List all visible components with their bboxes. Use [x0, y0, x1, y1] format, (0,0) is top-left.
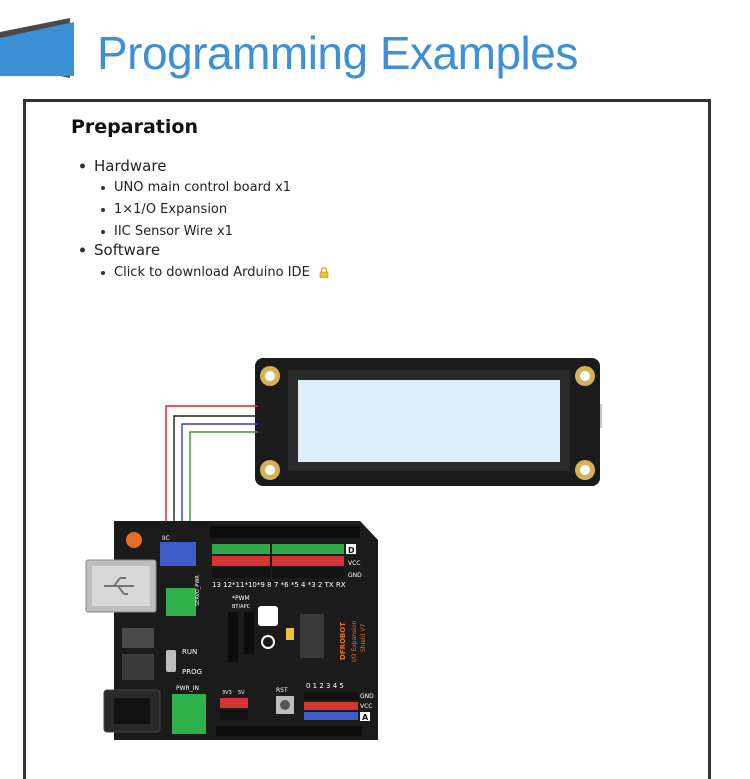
pin-row-green-left: [212, 544, 270, 554]
mode-switch: [166, 650, 176, 672]
pin-row-red-left: [212, 556, 270, 566]
pin-row-black-bottom: [220, 710, 248, 720]
list-item: 1×1/O Expansion: [101, 202, 228, 217]
bt-apc-label: BT/APC: [232, 604, 251, 610]
spi-header: [228, 612, 238, 662]
section-title-preparation: Preparation: [71, 116, 198, 138]
pwr-in-label: PWR_IN: [176, 685, 199, 692]
pin-row-black-left: [212, 568, 270, 578]
shield-name-label: I/O Expansion: [351, 620, 358, 662]
brand-label: DFROBOT: [339, 622, 347, 660]
led-yellow: [286, 628, 294, 640]
rst-button-cap: [280, 700, 290, 710]
d-tag: D: [348, 546, 355, 555]
mounting-hole-icon: [575, 366, 595, 386]
bullet-icon: [101, 185, 105, 190]
digital-pins-label: 13 12*11*10*9 8: [212, 581, 272, 589]
analog-pins-label: 0 1 2 3 4 5: [306, 682, 344, 690]
pin-row-red-right: [272, 556, 344, 566]
io-expansion-board: IIC D VCC GND 13 12*11*10*9 8 7 *6 *5 4 …: [85, 521, 378, 740]
chip: [300, 614, 324, 658]
dfrobot-logo-icon: [258, 606, 278, 626]
mounting-hole-icon: [575, 460, 595, 480]
vcc-bottom-label: VCC: [360, 703, 372, 710]
analog-row-black: [304, 692, 358, 700]
gnd-bottom-label: GND: [360, 693, 374, 700]
download-arduino-ide-link[interactable]: Click to download Arduino IDE: [101, 265, 329, 280]
pin-header-bottom: [216, 726, 362, 736]
mounting-hole-icon: [260, 366, 280, 386]
wire-green: [189, 431, 258, 540]
page-header: Programming Examples: [0, 0, 750, 96]
a-tag: A: [362, 713, 369, 722]
rst-label: RST: [276, 687, 288, 694]
wire-blue: [181, 423, 258, 540]
v5-label: 5V: [238, 690, 245, 696]
d-tag-box: [346, 544, 356, 554]
analog-row-blue: [304, 712, 358, 720]
power-jack-opening: [114, 698, 150, 724]
mounting-hole-icon: [260, 460, 280, 480]
pwm-label: *PWM: [232, 595, 250, 602]
v33-label: 3V3: [222, 690, 232, 696]
iic-label: IIC: [162, 535, 170, 542]
power-in-terminal: [172, 694, 206, 734]
regulator: [122, 628, 154, 648]
wire-red: [165, 405, 258, 540]
bullet-icon: [101, 207, 105, 212]
list-item-label: IIC Sensor Wire x1: [114, 224, 233, 239]
digital-pins-label-2: 7 *6 *5 4 *3 2 TX RX: [274, 581, 346, 589]
page-title: Programming Examples: [97, 27, 578, 79]
bullet-icon: [101, 270, 105, 275]
analog-row-red: [304, 702, 358, 710]
lcd-module: [255, 358, 602, 486]
bullet-icon: [80, 247, 85, 253]
servo-pwr-label: SERVO_PWR: [195, 575, 201, 606]
shield-version-label: Shield V7: [360, 624, 367, 652]
lcd-screen: [298, 380, 560, 462]
reset-button-orange: [126, 532, 142, 548]
bt-header: [244, 612, 254, 654]
run-label: RUN: [182, 648, 197, 656]
vcc-top-label: VCC: [348, 560, 360, 567]
capacitor-block: [122, 654, 154, 680]
pin-row-red-bottom: [220, 698, 248, 708]
lock-icon: [319, 267, 329, 278]
bullet-icon: [80, 163, 85, 169]
gnd-top-label: GND: [348, 572, 362, 579]
list-item-hardware: Hardware: [80, 157, 167, 175]
servo-power-terminal: [166, 588, 196, 616]
prog-label: PROG: [182, 668, 202, 676]
list-item-software: Software: [80, 241, 161, 259]
wire-black: [173, 415, 258, 540]
pin-header-top: [210, 526, 360, 538]
list-item: IIC Sensor Wire x1: [101, 224, 233, 239]
usb-icon: [104, 577, 134, 595]
list-item: UNO main control board x1: [101, 180, 292, 195]
list-item-label: UNO main control board x1: [114, 180, 292, 195]
header-decoration-icon: [0, 18, 74, 78]
iic-wires: [165, 405, 258, 540]
list-item-label: Hardware: [94, 157, 167, 175]
bullet-icon: [101, 229, 105, 234]
list-item-label: 1×1/O Expansion: [114, 202, 228, 217]
list-item-label: Software: [94, 241, 161, 259]
gear-icon: [261, 635, 275, 649]
iic-header: [160, 542, 196, 566]
pin-row-green-right: [272, 544, 344, 554]
list-item-label[interactable]: Click to download Arduino IDE: [114, 265, 310, 280]
a-tag-box: [360, 712, 370, 721]
pin-row-black-right: [272, 568, 344, 578]
